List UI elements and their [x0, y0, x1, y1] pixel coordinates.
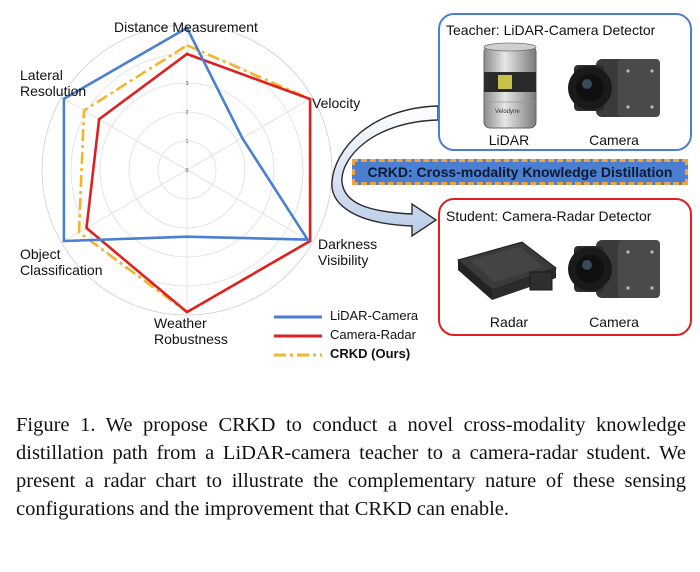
tick-label: 2: [186, 110, 189, 116]
grid-spoke: [61, 169, 188, 243]
teacher-box: Teacher: LiDAR-Camera Detector Velodyne …: [438, 13, 692, 151]
lidar-sensor-image: [483, 42, 537, 129]
velodyne-logo: Velodyne: [495, 109, 520, 115]
student-camera-image: [568, 240, 660, 298]
axis-label-velocity: Velocity: [312, 95, 361, 111]
teacher-camera-image: [568, 59, 660, 117]
legend-swatch: [274, 315, 322, 319]
grid-spoke: [61, 97, 188, 171]
legend-swatch: [274, 353, 322, 357]
tick-label: 1: [186, 139, 189, 145]
radar-sensor-image: [456, 241, 558, 300]
teacher-title: Teacher: LiDAR-Camera Detector: [446, 22, 656, 38]
tick-label: 3: [186, 81, 189, 87]
tick-label: 0: [186, 168, 189, 174]
distillation-banner: CRKD: Cross-modality Knowledge Distillat…: [352, 159, 688, 185]
axis-label-distance: Distance Measurement: [114, 19, 258, 35]
student-title: Student: Camera-Radar Detector: [446, 208, 652, 224]
series-camera-radar: [85, 52, 312, 314]
radar-grid: [41, 24, 333, 316]
series-lidar-camera: [62, 26, 311, 243]
student-box: Student: Camera-Radar Detector Radar Cam…: [438, 198, 692, 336]
distillation-arrow: [331, 105, 439, 238]
teacher-device-camera: Camera: [589, 132, 639, 148]
legend-swatch: [274, 334, 322, 338]
student-device-radar: Radar: [489, 314, 529, 330]
student-device-camera: Camera: [589, 314, 639, 330]
teacher-device-lidar: LiDAR: [488, 132, 530, 148]
radar-series: [62, 26, 312, 314]
figure-caption: Figure 1. We propose CRKD to conduct a n…: [16, 414, 686, 520]
grid-spoke: [186, 97, 313, 171]
grid-spoke: [186, 169, 313, 243]
